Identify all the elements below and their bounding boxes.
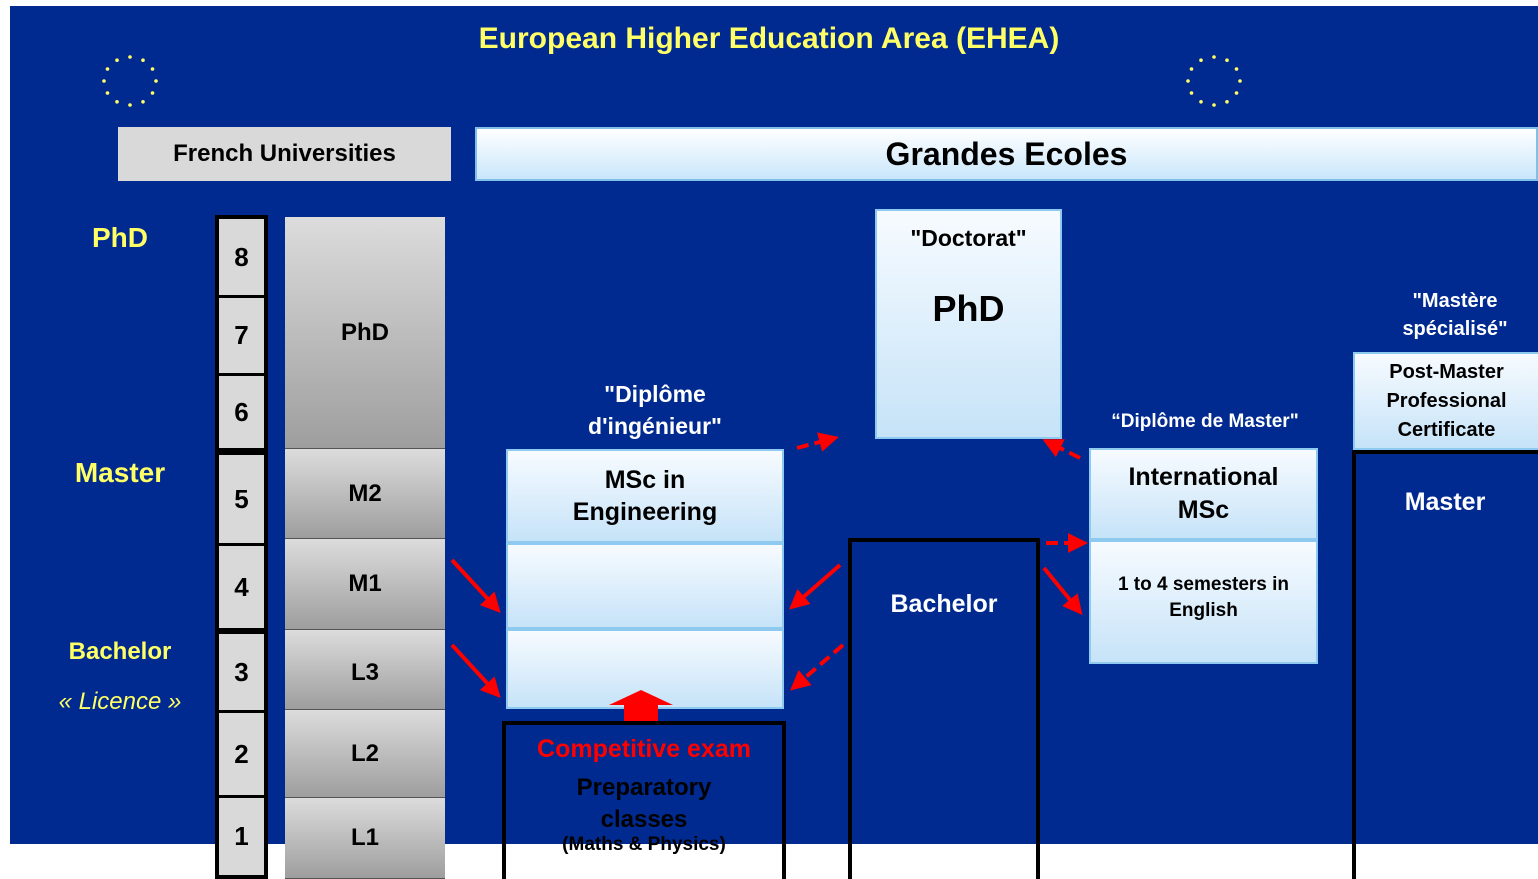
engineering-to-phd-arrow <box>796 432 839 452</box>
star-icon <box>115 99 119 104</box>
star-icon <box>1225 58 1229 63</box>
international-msc-title: International MSc <box>1128 463 1279 524</box>
msc-engineering-title: MSc in Engineering <box>572 466 718 526</box>
star-icon <box>128 103 132 107</box>
competitive-exam-arrow <box>609 690 673 721</box>
french-universities-header: French Universities <box>118 127 451 181</box>
level-phd-label: PhD <box>92 222 148 253</box>
year-3: 3 <box>219 634 264 710</box>
post-master-box: Post-Master Professional Certificate <box>1353 352 1538 450</box>
star-icon <box>1212 103 1216 107</box>
university-phd-block: PhD <box>285 217 445 449</box>
intl-semesters-text: 1 to 4 semesters in English <box>1117 574 1290 621</box>
star-icon <box>150 67 155 71</box>
star-icon <box>1189 67 1194 71</box>
intl-master-caption: “Diplôme de Master" <box>1111 411 1299 432</box>
bachelor-box: Bachelor <box>848 538 1040 879</box>
star-icon <box>1238 79 1242 83</box>
doctorat-caption: "Doctorat" <box>910 225 1027 251</box>
msc-engineering-box: MSc in Engineering <box>506 449 784 543</box>
year-8: 8 <box>219 219 264 295</box>
star-icon <box>1189 91 1194 95</box>
international-msc-box: International MSc <box>1089 448 1318 540</box>
university-l2-block: L2 <box>285 710 445 798</box>
mastere-caption: "Mastère spécialisé" <box>1402 290 1508 340</box>
preparatory-classes-subtitle: (Maths & Physics) <box>562 834 726 855</box>
university-m1-block: M1 <box>285 539 445 630</box>
star-icon <box>154 79 158 83</box>
star-icon <box>115 58 119 63</box>
star-icon <box>102 79 106 83</box>
level-master-label: Master <box>74 457 166 488</box>
university-l1-block: L1 <box>285 798 445 879</box>
intl-semesters-box: 1 to 4 semesters in English <box>1089 540 1318 664</box>
engineering-year-4-box <box>506 543 784 629</box>
year-1: 1 <box>219 798 264 875</box>
year-7: 7 <box>219 298 264 373</box>
star-icon <box>1212 55 1216 59</box>
star-icon <box>105 91 110 95</box>
year-4: 4 <box>219 546 264 628</box>
star-icon <box>128 55 132 59</box>
star-icon <box>1234 91 1239 95</box>
bachelor-to-intl-semesters-arrow <box>1042 566 1083 616</box>
level-licence-label: « Licence » <box>58 688 182 715</box>
preparatory-classes-box: Competitive exam Preparatory classes (Ma… <box>502 721 786 879</box>
grandes-ecoles-header: Grandes Ecoles <box>475 127 1538 181</box>
mastere-master-label: Master <box>1404 488 1486 516</box>
competitive-exam-label: Competitive exam <box>537 735 751 763</box>
star-icon <box>1199 99 1203 104</box>
bachelor-to-engineering-l3-arrow <box>789 643 845 691</box>
star-icon <box>1234 67 1239 71</box>
engineering-caption: "Diplôme d'ingénieur" <box>588 381 722 439</box>
l3-to-engineering-arrow <box>450 643 501 698</box>
bachelor-box-label: Bachelor <box>890 590 998 618</box>
year-2: 2 <box>219 713 264 795</box>
diagram-title: European Higher Education Area (EHEA) <box>478 22 1060 55</box>
preparatory-classes-title: Preparatory classes <box>576 774 712 833</box>
doctorat-title: PhD <box>932 288 1005 329</box>
mastere-master-box: Master <box>1352 450 1538 879</box>
intl-to-phd-arrow <box>1042 439 1081 460</box>
doctorat-box: "Doctorat" PhD <box>875 209 1062 439</box>
star-icon <box>105 67 110 71</box>
star-icon <box>1199 58 1203 63</box>
star-icon <box>150 91 155 95</box>
star-icon <box>141 99 145 104</box>
eu-stars-icon <box>102 55 158 107</box>
post-master-title: Post-Master Professional Certificate <box>1386 360 1507 441</box>
m1-to-engineering-arrow <box>450 558 501 613</box>
year-6: 6 <box>219 376 264 448</box>
star-icon <box>141 58 145 63</box>
eu-stars-icon <box>1186 55 1242 107</box>
star-icon <box>1186 79 1190 83</box>
year-5: 5 <box>219 455 264 543</box>
university-m2-block: M2 <box>285 449 445 539</box>
star-icon <box>1225 99 1229 104</box>
bachelor-to-engineering-m1-arrow <box>788 563 842 610</box>
level-bachelor-label: Bachelor <box>68 638 172 665</box>
university-l3-block: L3 <box>285 630 445 710</box>
